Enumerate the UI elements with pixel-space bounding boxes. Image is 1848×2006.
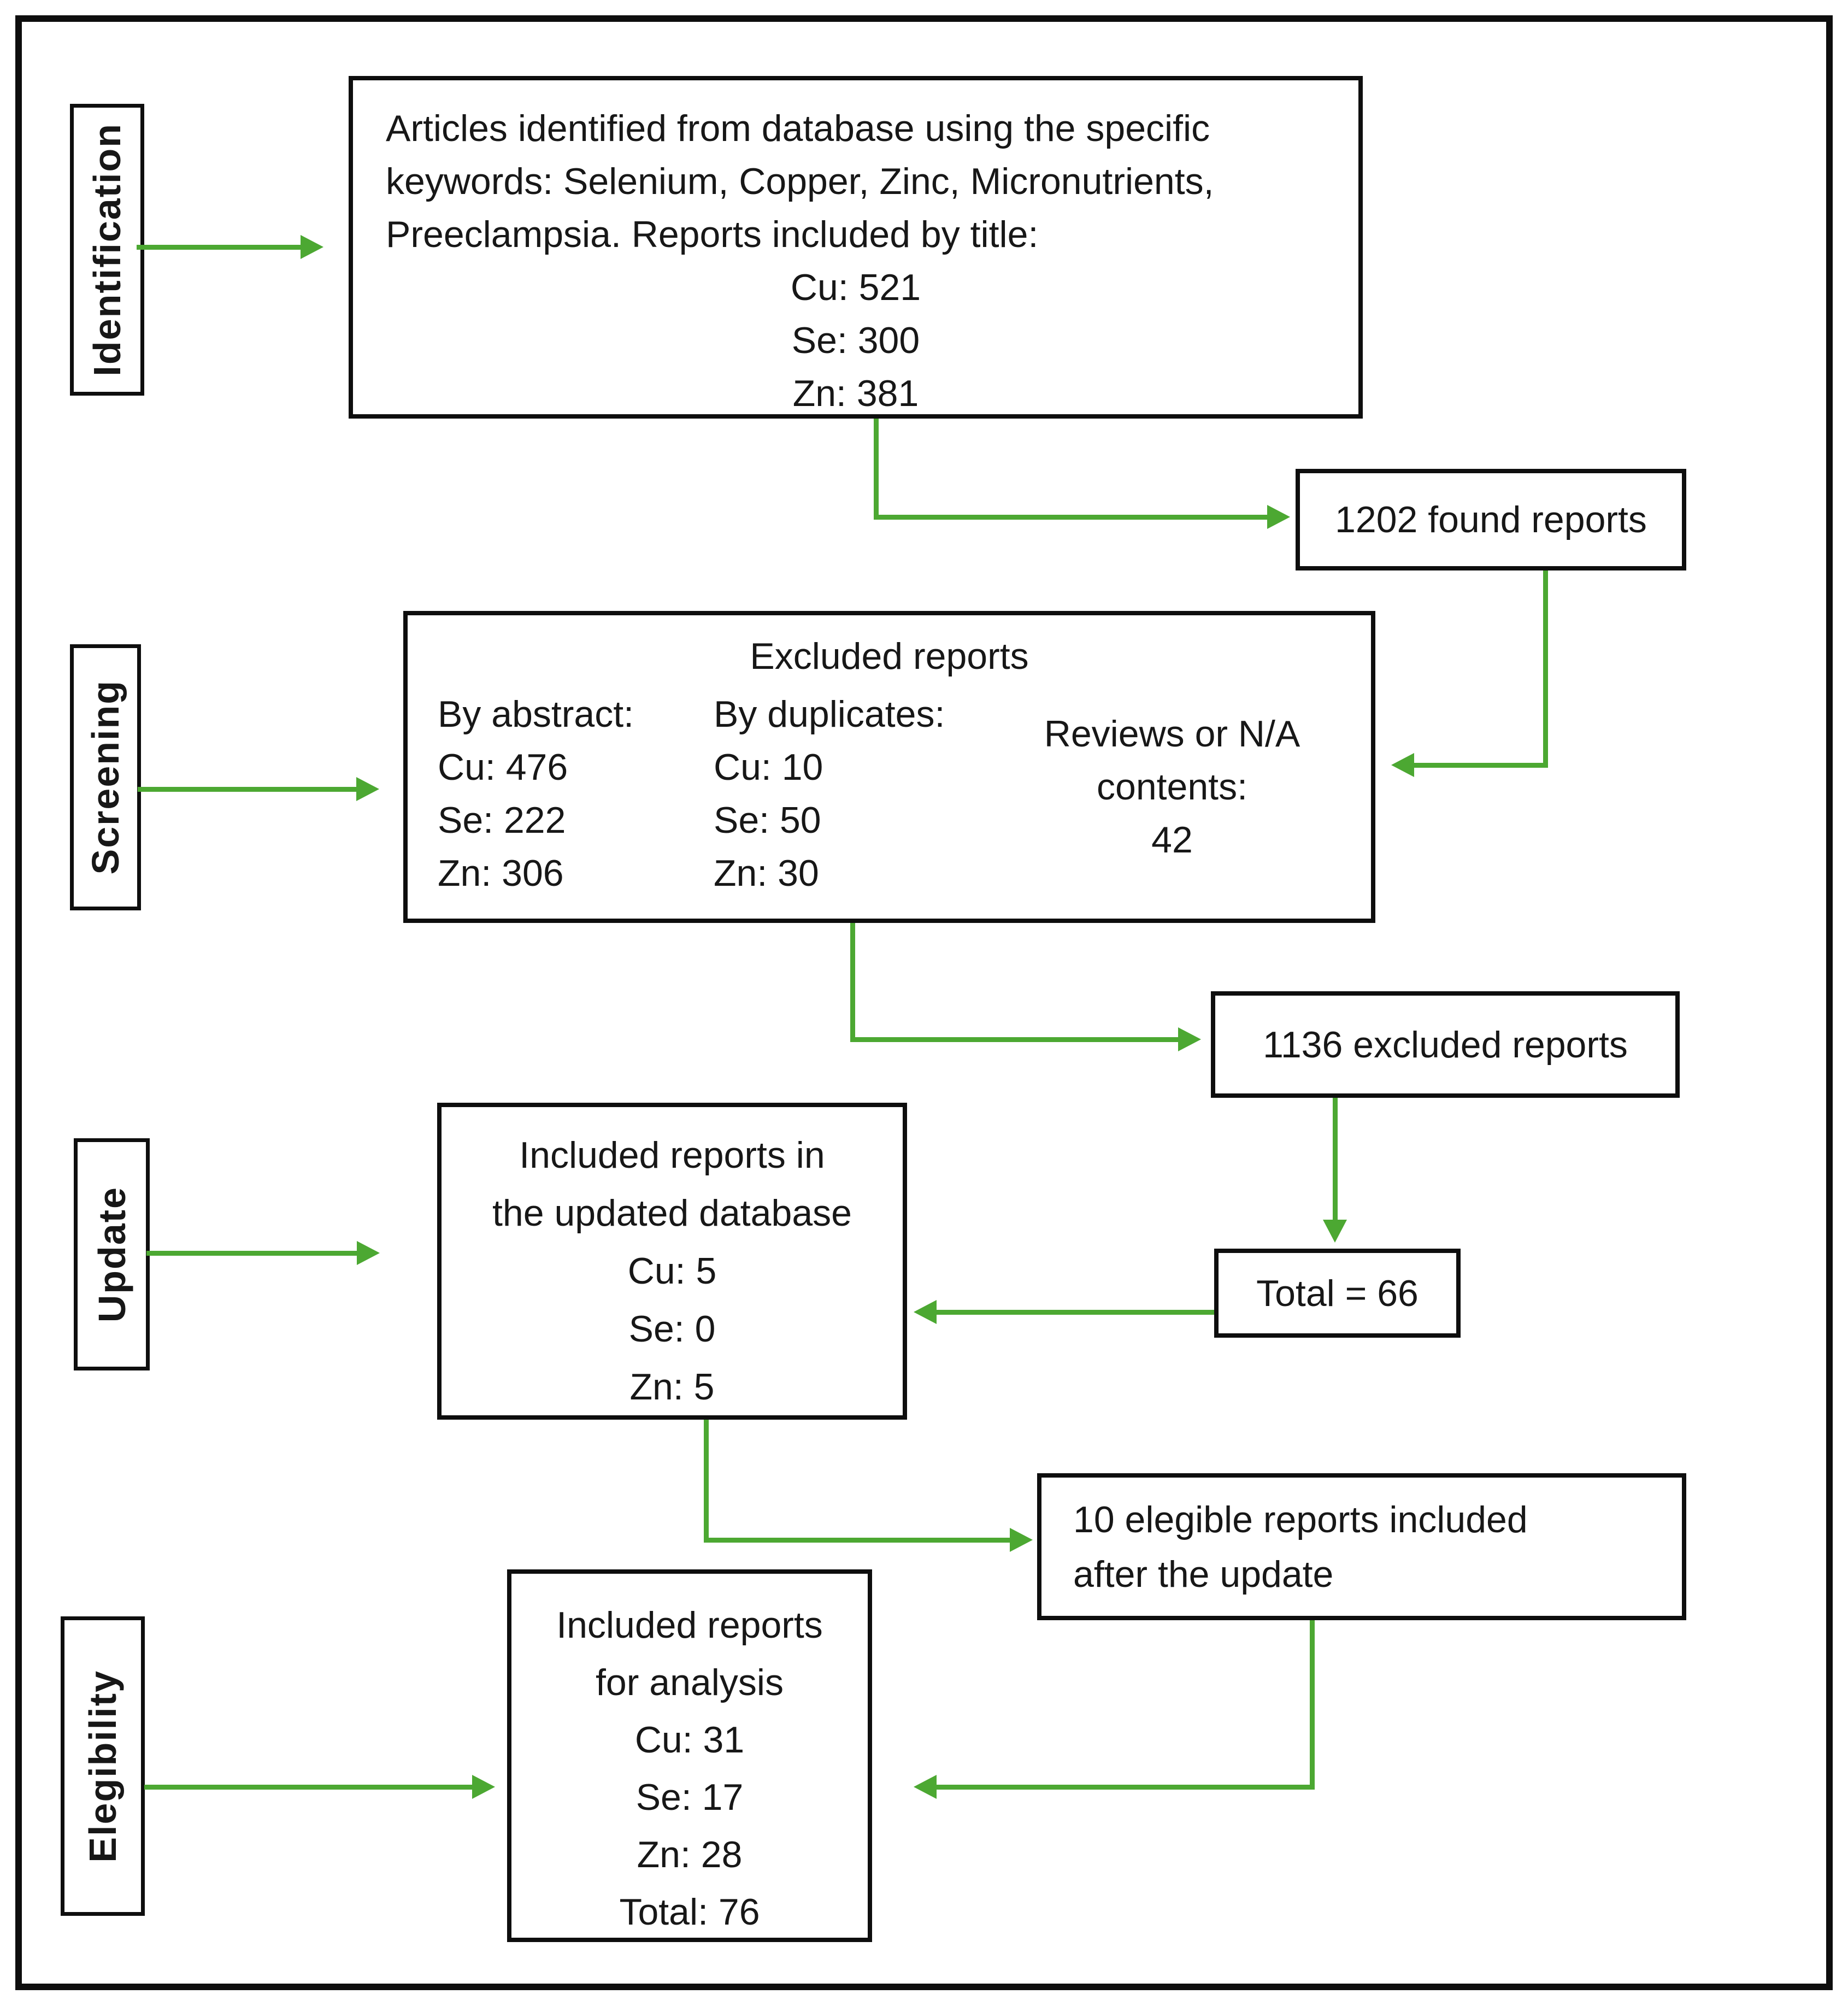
arrow-1136-to-total66-vline — [1333, 1098, 1338, 1221]
by-duplicates-se: Se: 50 — [714, 799, 821, 841]
arrow-elegibility-head-icon — [472, 1775, 495, 1799]
arrow-identified-to-found-vline — [874, 419, 879, 517]
arrow-screening-head-icon — [356, 777, 379, 801]
updated-db-se: Se: 0 — [628, 1308, 716, 1350]
found-reports-text: 1202 found reports — [1335, 499, 1647, 540]
reviews-line2: contents: — [1097, 766, 1247, 808]
arrow-identification-head-icon — [301, 235, 323, 259]
total-box: Total = 66 — [1214, 1249, 1461, 1338]
arrow-elegible-to-analysis-hline — [935, 1785, 1315, 1790]
excluded-by-abstract-column: By abstract: Cu: 476 Se: 222 Zn: 306 — [438, 688, 714, 919]
stage-label-identification-text: Identification — [86, 123, 128, 377]
by-duplicates-zn: Zn: 30 — [714, 852, 819, 894]
identified-line1: Articles identified from database using … — [386, 108, 1210, 149]
excluded-reviews-column: Reviews or N/A contents: 42 — [1000, 688, 1344, 919]
excluded-total-text: 1136 excluded reports — [1263, 1023, 1628, 1066]
updated-db-cu: Cu: 5 — [627, 1250, 717, 1292]
arrow-found-to-excluded-hline — [1413, 763, 1548, 768]
by-abstract-se: Se: 222 — [438, 799, 566, 841]
elegible-line2: after the update — [1073, 1553, 1334, 1595]
total-text: Total = 66 — [1256, 1272, 1419, 1314]
arrow-elegible-to-analysis-head-icon — [914, 1775, 937, 1799]
stage-label-update-text: Update — [90, 1186, 133, 1323]
arrow-excluded-to-total-head-icon — [1178, 1027, 1201, 1051]
excluded-by-duplicates-column: By duplicates: Cu: 10 Se: 50 Zn: 30 — [714, 688, 1000, 919]
arrow-updated-to-elegible-hline — [704, 1538, 1010, 1543]
reviews-line1: Reviews or N/A — [1044, 713, 1300, 755]
updated-db-zn: Zn: 5 — [629, 1366, 715, 1408]
by-abstract-zn: Zn: 306 — [438, 852, 564, 894]
arrow-elegible-to-analysis-vline — [1310, 1620, 1315, 1790]
identified-count-se: Se: 300 — [791, 320, 920, 361]
stage-label-identification: Identification — [70, 104, 144, 396]
arrow-elegibility-line — [144, 1785, 472, 1790]
analysis-total: Total: 76 — [619, 1891, 760, 1933]
arrow-1136-to-total66-head-icon — [1323, 1220, 1347, 1243]
arrow-update-head-icon — [357, 1241, 380, 1265]
arrow-found-to-excluded-head-icon — [1391, 753, 1414, 777]
analysis-zn: Zn: 28 — [637, 1834, 743, 1875]
by-duplicates-heading: By duplicates: — [714, 693, 945, 735]
by-abstract-heading: By abstract: — [438, 693, 634, 735]
by-duplicates-cu: Cu: 10 — [714, 746, 823, 788]
stage-label-screening: Screening — [70, 644, 141, 910]
identified-line2: keywords: Selenium, Copper, Zinc, Micron… — [386, 161, 1214, 202]
arrow-identification-line — [137, 245, 301, 250]
excluded-reports-box: Excluded reports By abstract: Cu: 476 Se… — [403, 611, 1375, 923]
identified-count-zn: Zn: 381 — [792, 373, 919, 414]
excluded-title: Excluded reports — [750, 636, 1029, 677]
identified-articles-box: Articles identified from database using … — [349, 76, 1363, 419]
stage-label-update: Update — [74, 1138, 150, 1370]
arrow-excluded-to-total-hline — [850, 1037, 1178, 1042]
updated-db-line2: the updated database — [492, 1192, 852, 1234]
arrow-identified-to-found-head-icon — [1267, 505, 1290, 529]
updated-database-box: Included reports in the updated database… — [437, 1103, 907, 1420]
elegible-after-update-box: 10 elegible reports included after the u… — [1037, 1473, 1686, 1620]
elegible-line1: 10 elegible reports included — [1073, 1498, 1528, 1540]
arrow-found-to-excluded-vline — [1543, 570, 1548, 765]
reviews-count: 42 — [1151, 819, 1193, 861]
arrow-screening-line — [138, 787, 356, 792]
stage-label-elegibility: Elegibility — [61, 1616, 145, 1916]
arrow-updated-to-elegible-vline — [704, 1420, 709, 1543]
stage-label-screening-text: Screening — [84, 680, 127, 875]
analysis-se: Se: 17 — [635, 1776, 744, 1818]
identified-count-cu: Cu: 521 — [790, 267, 921, 308]
arrow-total66-to-updated-hline — [935, 1310, 1214, 1315]
arrow-excluded-to-total-vline — [850, 923, 855, 1042]
updated-db-line1: Included reports in — [519, 1134, 825, 1176]
excluded-total-box: 1136 excluded reports — [1211, 991, 1680, 1098]
by-abstract-cu: Cu: 476 — [438, 746, 568, 788]
analysis-line2: for analysis — [596, 1662, 784, 1703]
arrow-updated-to-elegible-head-icon — [1010, 1528, 1033, 1552]
arrow-update-line — [146, 1251, 357, 1256]
arrow-identified-to-found-hline — [874, 515, 1267, 520]
stage-label-elegibility-text: Elegibility — [81, 1669, 124, 1863]
analysis-box: Included reports for analysis Cu: 31 Se:… — [507, 1569, 872, 1942]
arrow-total66-to-updated-head-icon — [914, 1300, 937, 1324]
identified-line3: Preeclampsia. Reports included by title: — [386, 214, 1039, 255]
found-reports-box: 1202 found reports — [1296, 469, 1686, 570]
analysis-line1: Included reports — [556, 1604, 823, 1646]
analysis-cu: Cu: 31 — [634, 1719, 745, 1761]
